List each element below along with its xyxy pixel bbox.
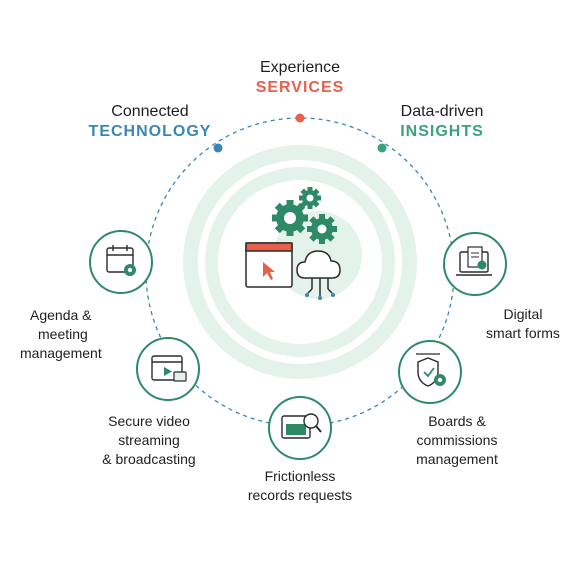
video-player-icon: [151, 355, 187, 382]
agenda-label-line: management: [20, 345, 102, 361]
insights-header: Data-driven INSIGHTS: [362, 102, 522, 142]
technology-label: TECHNOLOGY: [88, 123, 212, 140]
agenda-label-line: Agenda &: [30, 307, 92, 323]
services-label: SERVICES: [255, 79, 345, 96]
records-label-line: Frictionless: [264, 468, 336, 484]
calendar-gear-icon: [106, 245, 136, 276]
video-label-line: & broadcasting: [102, 451, 196, 467]
shield-gear-icon: [416, 353, 446, 387]
video-node[interactable]: [136, 337, 200, 401]
insights-dot: [377, 143, 387, 153]
agenda-label-line: meeting: [38, 326, 88, 342]
technology-dot: [213, 143, 223, 153]
boards-label-line: commissions: [416, 432, 498, 448]
forms-label: Digital smart forms: [468, 305, 578, 343]
gears-window-cloud-icon: [245, 187, 341, 300]
boards-node[interactable]: [398, 340, 462, 404]
technology-header: Connected TECHNOLOGY: [70, 102, 230, 142]
video-label-line: Secure video: [108, 413, 190, 429]
records-label: Frictionless records requests: [230, 467, 370, 505]
agenda-node[interactable]: [89, 230, 153, 294]
forms-node[interactable]: [443, 232, 507, 296]
records-label-line: records requests: [247, 487, 353, 503]
video-label-line: streaming: [118, 432, 180, 448]
boards-label-line: Boards &: [428, 413, 486, 429]
laptop-form-icon: [456, 246, 492, 276]
technology-line1: Connected: [111, 103, 189, 120]
cloud-network-icon: [296, 250, 341, 300]
video-label: Secure video streaming & broadcasting: [84, 412, 214, 469]
gear-icon-small-top: [299, 187, 321, 209]
folder-search-icon: [281, 413, 322, 439]
gear-icon-right: [307, 214, 337, 244]
agenda-label: Agenda & meeting management: [20, 306, 140, 363]
experience-header: Experience SERVICES: [220, 58, 380, 98]
insights-line1: Data-driven: [400, 103, 484, 120]
forms-label-line: smart forms: [486, 325, 560, 341]
services-dot: [295, 113, 305, 123]
insights-label: INSIGHTS: [400, 123, 484, 140]
boards-label: Boards & commissions management: [392, 412, 522, 469]
records-node[interactable]: [268, 396, 332, 460]
boards-label-line: management: [416, 451, 498, 467]
experience-line1: Experience: [259, 59, 341, 76]
forms-label-line: Digital: [503, 306, 543, 322]
browser-window-icon: [245, 242, 293, 288]
